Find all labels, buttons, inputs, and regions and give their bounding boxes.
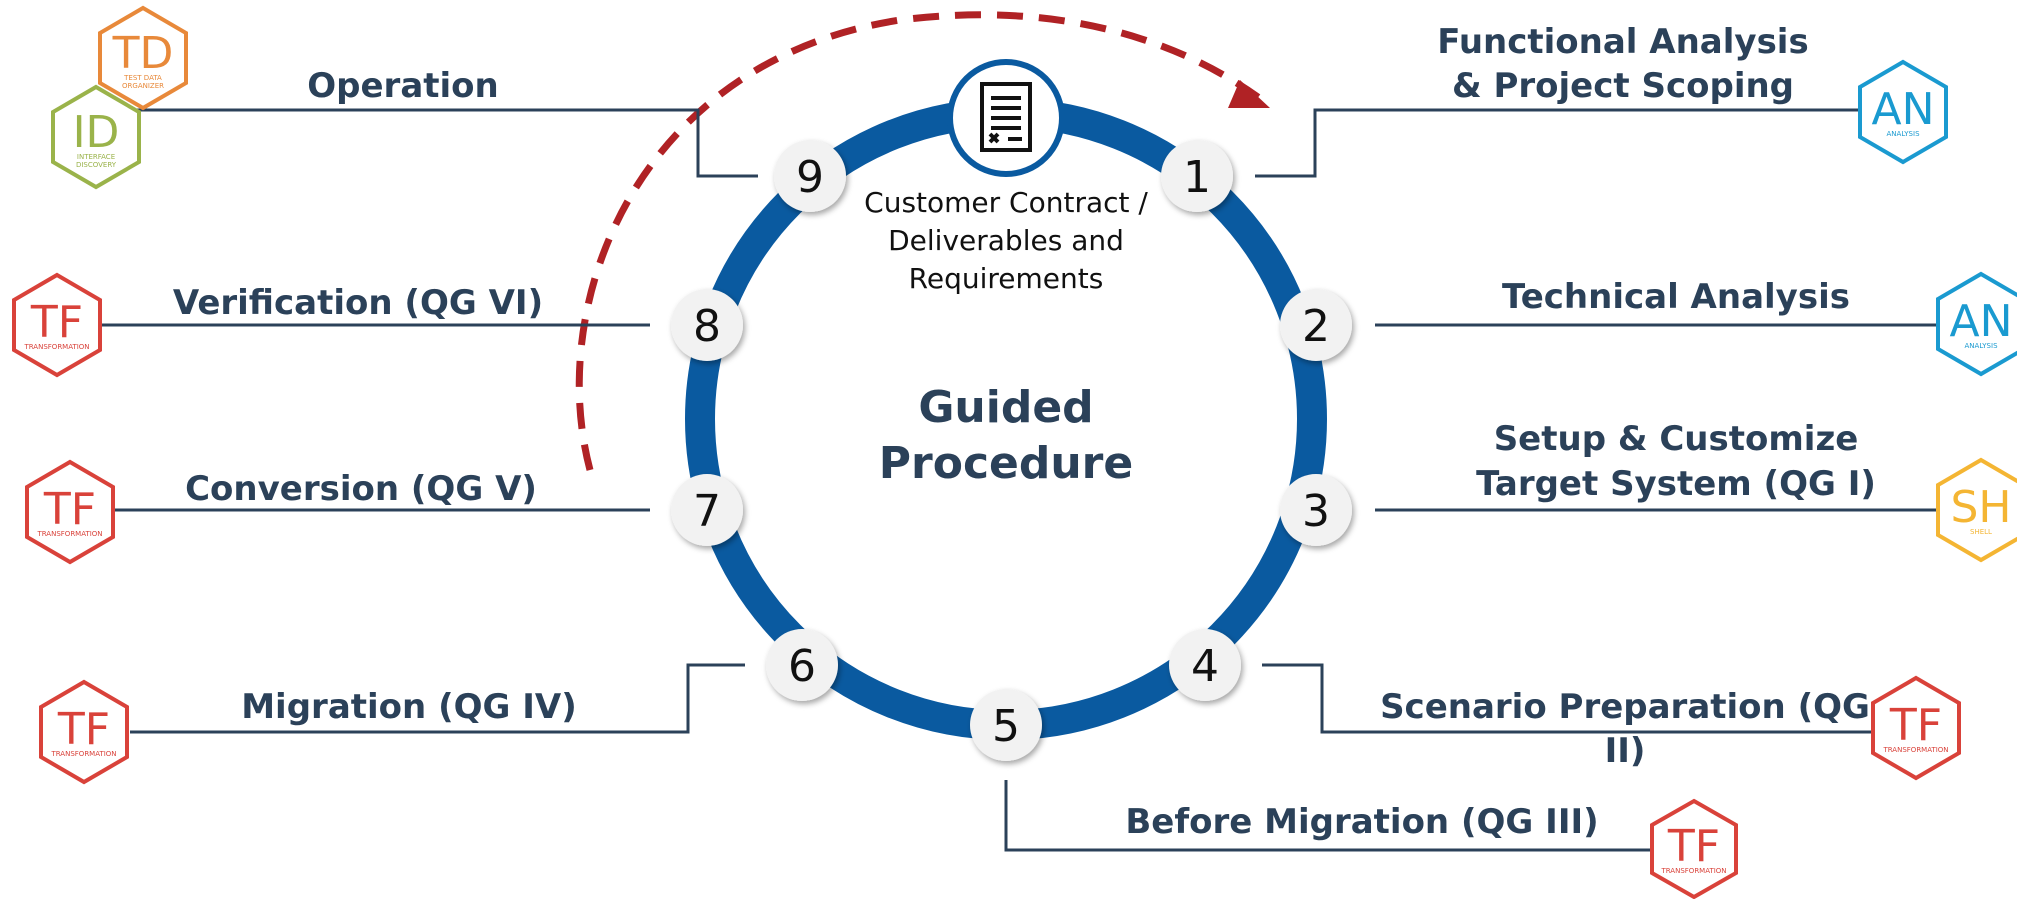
an-badge-abbr: AN (1949, 296, 2012, 347)
step-number-8: 8 (693, 301, 721, 352)
step-node-2: 2 (1280, 289, 1352, 361)
an-badge-icon: AN ANALYSIS (1936, 271, 2017, 377)
tf-badge-abbr: TF (43, 484, 96, 535)
step-label-4-line-1: Scenario Preparation (QG (1380, 687, 1870, 727)
connector-step-9 (130, 108, 758, 178)
step-node-8: 8 (671, 289, 743, 361)
tf-badge-icon: TF TRANSFORMATION (25, 459, 115, 565)
step-label-9: Operation (307, 66, 498, 106)
step-label-6: Migration (QG IV) (241, 687, 577, 727)
arrow-head-icon (1228, 80, 1270, 108)
connector-step-4 (1262, 663, 1875, 734)
step-number-7: 7 (693, 486, 721, 537)
contract-line-1: Customer Contract / (864, 186, 1148, 219)
td-badge-icon: TD TEST DATA ORGANIZER (98, 5, 188, 111)
sh-badge-icon: SH SHELL (1936, 457, 2017, 563)
sh-badge-abbr: SH (1950, 482, 2011, 533)
step-node-1: 1 (1161, 140, 1233, 212)
step-label-4-line-2: II) (1605, 731, 1646, 771)
an-badge-sub: ANALYSIS (1886, 130, 1920, 138)
center-title-line-2: Procedure (879, 438, 1133, 489)
connector-lines (100, 108, 1945, 852)
connector-step-1 (1255, 108, 1880, 178)
connector-step-6 (130, 663, 745, 734)
step-node-4: 4 (1169, 629, 1241, 701)
tf-badge-sub: TRANSFORMATION (23, 343, 89, 351)
contract-node (947, 59, 1065, 177)
step-node-5: 5 (970, 689, 1042, 761)
id-badge-sub-1: INTERFACE (77, 153, 115, 161)
tf-badge-icon: TF TRANSFORMATION (12, 272, 102, 378)
tf-badge-abbr: TF (57, 704, 110, 755)
tf-badge-abbr: TF (1889, 700, 1942, 751)
tf-badge-sub: TRANSFORMATION (1660, 867, 1726, 875)
step-label-8: Verification (QG VI) (173, 283, 543, 323)
tf-badge-abbr: TF (1667, 821, 1720, 872)
tf-badge-sub: TRANSFORMATION (1882, 746, 1948, 754)
document-icon (980, 82, 1032, 152)
id-badge-sub-2: DISCOVERY (76, 161, 117, 169)
clockwise-arrow (575, 11, 1265, 471)
id-badge-icon: ID INTERFACE DISCOVERY (51, 84, 141, 190)
contract-line-3: Requirements (909, 262, 1104, 295)
step-label-1-line-1: Functional Analysis (1437, 22, 1808, 62)
an-badge-icon: AN ANALYSIS (1858, 59, 1948, 165)
step-number-6: 6 (788, 641, 816, 692)
an-badge-sub: ANALYSIS (1964, 342, 1998, 350)
tf-badge-icon: TF TRANSFORMATION (1650, 798, 1738, 899)
step-node-7: 7 (671, 474, 743, 546)
contract-line-2: Deliverables and (888, 224, 1124, 257)
td-badge-sub-1: TEST DATA (123, 74, 162, 82)
step-label-7: Conversion (QG V) (185, 469, 537, 509)
step-label-2: Technical Analysis (1502, 277, 1850, 317)
step-number-2: 2 (1302, 301, 1330, 352)
step-number-4: 4 (1191, 641, 1219, 692)
step-node-3: 3 (1280, 474, 1352, 546)
tf-badge-icon: TF TRANSFORMATION (39, 679, 129, 785)
tf-badge-sub: TRANSFORMATION (36, 530, 102, 538)
step-label-1-line-2: & Project Scoping (1452, 66, 1794, 106)
step-label-5: Before Migration (QG III) (1125, 802, 1598, 842)
step-number-3: 3 (1302, 486, 1330, 537)
sh-badge-sub: SHELL (1970, 528, 1992, 536)
an-badge-abbr: AN (1871, 84, 1934, 135)
id-badge-abbr: ID (73, 107, 120, 158)
step-number-9: 9 (796, 152, 824, 203)
connector-step-5 (1004, 780, 1655, 852)
tf-badge-abbr: TF (30, 297, 83, 348)
center-title-line-1: Guided (918, 382, 1093, 433)
td-badge-abbr: TD (112, 28, 174, 79)
step-node-9: 9 (774, 140, 846, 212)
step-label-3-line-1: Setup & Customize (1494, 419, 1859, 459)
tf-badge-icon: TF TRANSFORMATION (1871, 675, 1961, 781)
step-label-3-line-2: Target System (QG I) (1476, 464, 1876, 504)
step-number-1: 1 (1183, 152, 1211, 203)
step-number-5: 5 (992, 701, 1020, 752)
tf-badge-sub: TRANSFORMATION (50, 750, 116, 758)
td-badge-sub-2: ORGANIZER (122, 82, 164, 90)
step-node-6: 6 (766, 629, 838, 701)
